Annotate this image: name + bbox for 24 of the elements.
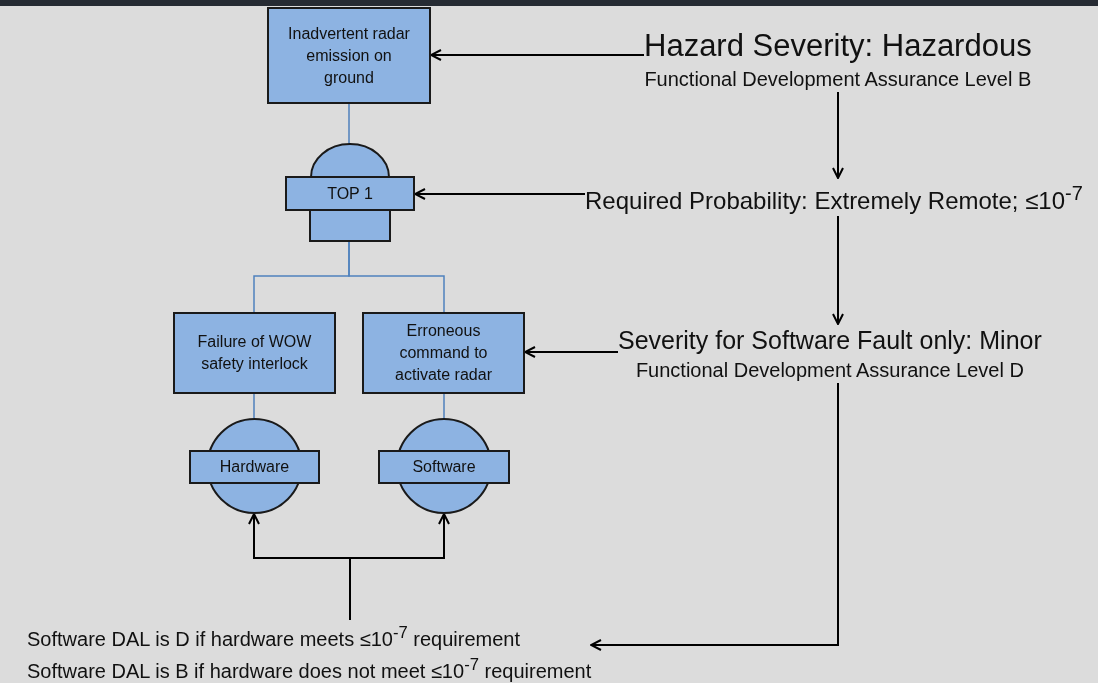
arrow — [590, 382, 839, 651]
event-box: Inadvertent radar emission on ground — [267, 7, 431, 104]
arrow — [832, 91, 844, 179]
connector-line — [348, 241, 445, 313]
arrow — [414, 188, 586, 200]
heading-text: Hazard Severity: Hazardous — [644, 27, 1032, 65]
subheading-text: Functional Development Assurance Level D — [634, 358, 1025, 383]
connector-line — [348, 103, 350, 145]
subheading-text: Functional Development Assurance Level B — [644, 67, 1032, 92]
event-box: Failure of WOW safety interlock — [173, 312, 336, 394]
annotation-text: Software DAL is D if hardware meets ≤10$^{-7}$ requirement — [27, 622, 522, 652]
arrow — [832, 215, 844, 325]
arrow — [430, 49, 645, 61]
annotation-text: Software DAL is B if hardware does not meet ≤10$^{-7}$ requirement — [27, 653, 592, 683]
arrow — [524, 346, 619, 358]
heading-text: Severity for Software Fault only: Minor — [618, 325, 1042, 356]
gate-label: TOP 1 — [327, 184, 373, 203]
arrow — [349, 513, 450, 621]
event-box: Erroneous command to activate radar — [362, 312, 525, 394]
connector-line — [443, 393, 445, 419]
connector-line — [253, 393, 255, 419]
event-label: Hardware — [219, 458, 290, 476]
event-label: Software — [412, 458, 476, 476]
annotation-text: Required Probability: Extremely Remote; ≤10$^{-7}$ — [585, 181, 1083, 216]
